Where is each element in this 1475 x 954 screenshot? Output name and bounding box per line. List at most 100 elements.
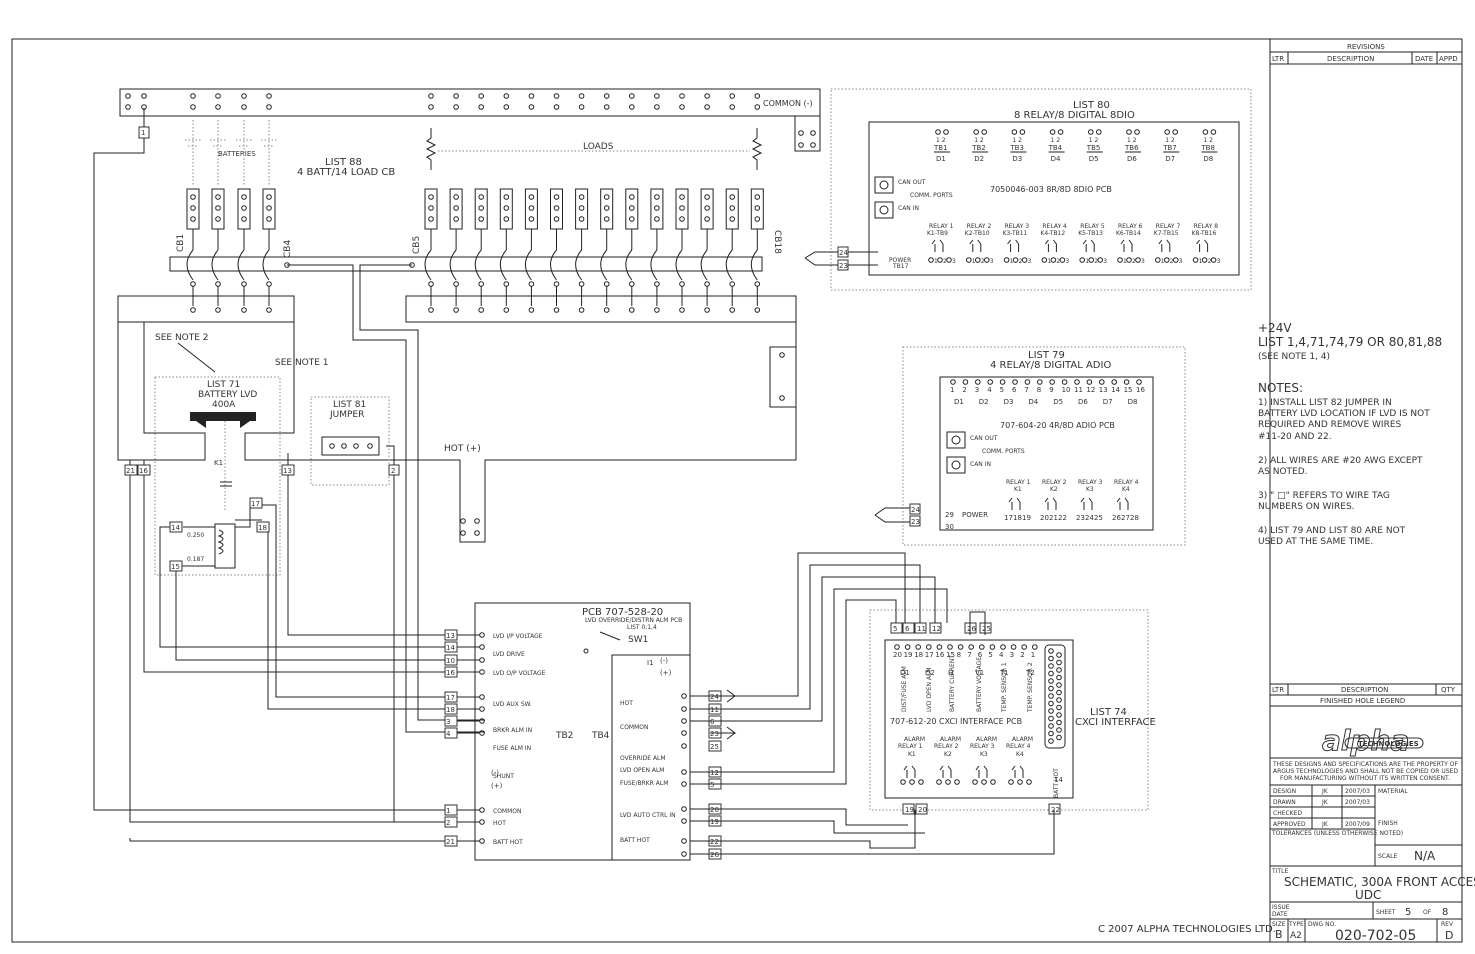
cxci-pin xyxy=(1032,644,1038,650)
cxci-pin xyxy=(926,644,932,650)
pcb528-wire-label: 24 xyxy=(710,693,719,701)
pcb528-terminal xyxy=(479,657,485,663)
rev-appd: APPD xyxy=(1439,55,1458,63)
relay-terminal xyxy=(984,257,990,263)
list74-col-label: I1 xyxy=(948,669,955,677)
tag-17: 17 xyxy=(251,500,260,508)
relay-pin-label: 2 xyxy=(943,258,947,265)
relay-pin-label: 3 xyxy=(1103,258,1107,265)
relay-pin-label: 21 xyxy=(1049,514,1058,522)
relay-terminal xyxy=(1003,257,1010,263)
pcb528-wire-label: 22 xyxy=(710,838,719,846)
bus-terminal xyxy=(503,104,510,110)
breaker-terminal xyxy=(503,307,510,313)
list71-label: LIST 71 xyxy=(207,380,240,390)
breaker-terminal xyxy=(578,205,585,211)
tb-row-date: 2007/03 xyxy=(1345,788,1370,795)
breaker-terminal xyxy=(453,194,459,200)
relay-pin-label: 28 xyxy=(1130,514,1139,522)
relay-terminal xyxy=(1059,257,1066,263)
cxci-pin xyxy=(936,644,943,650)
pcb528-terminal xyxy=(681,806,687,812)
pcb528-right-label: LVD OPEN ALM xyxy=(620,767,664,774)
cxci-relay-terminal xyxy=(1026,779,1032,785)
pcb528-wire-label: 25 xyxy=(710,743,719,751)
breaker-terminal xyxy=(729,216,736,222)
cxci-pin xyxy=(947,644,953,650)
list74-p14: 14 xyxy=(1054,776,1063,784)
cxci-pin-label: 6 xyxy=(978,651,983,659)
cxci-pin-label: 7 xyxy=(967,651,971,659)
list80-relay-tb: K1-TB9 xyxy=(927,230,948,237)
breaker-arc xyxy=(449,249,457,281)
pcb528-wire-label: 21 xyxy=(446,838,455,846)
list74-vert-label: BATTERY VOLTAGE xyxy=(976,657,983,712)
breaker-terminal xyxy=(428,194,434,200)
v250-label: 0.250 xyxy=(187,532,204,539)
type-value: A2 xyxy=(1290,931,1302,941)
breaker-terminal xyxy=(704,194,710,200)
title-line2: UDC xyxy=(1355,888,1381,902)
cxci-pin-label: 18 xyxy=(914,651,923,659)
pcb528-terminal xyxy=(479,718,485,724)
pcb528-sw1: SW1 xyxy=(628,635,648,645)
tb-row-key: DESIGN xyxy=(1273,788,1296,795)
breaker-terminal xyxy=(729,307,736,313)
list79-subtitle: 4 RELAY/8 DIGITAL ADIO xyxy=(990,360,1111,371)
list81-sub: JUMPER xyxy=(329,410,364,420)
relay-terminal xyxy=(1126,257,1132,263)
cxci-pin xyxy=(894,644,900,650)
list80-relay-tb: K2-TB10 xyxy=(965,230,990,237)
adio-pin xyxy=(1074,379,1080,385)
list74-k-label: K2 xyxy=(944,751,952,758)
tb-row-key: DRAWN xyxy=(1273,799,1296,806)
db25-pin xyxy=(1048,678,1054,684)
breaker-terminal xyxy=(215,281,221,287)
pcb528-terminal xyxy=(479,730,485,736)
pcb528-left-label: LVD DRIVE xyxy=(493,651,525,658)
bus-terminal xyxy=(654,93,660,99)
bus-terminal xyxy=(241,104,247,110)
wire-tags: 1 21 16 13 2 17 18 14 15 xyxy=(124,126,400,572)
breaker-arc xyxy=(186,249,194,281)
relay-pin-label: 1 xyxy=(1010,258,1014,265)
list74-batt-hot: BATT HOT xyxy=(1053,768,1060,798)
cxci-pin xyxy=(915,644,922,650)
tb-pin xyxy=(1011,129,1018,135)
relay-pin-label: 1 xyxy=(1123,258,1127,265)
breaker-terminal xyxy=(553,205,560,211)
list74-wire-label: 12 xyxy=(932,625,941,633)
db25-pin xyxy=(1056,652,1062,658)
list79-p29: 29 xyxy=(945,511,954,519)
list80-relay-tb: K7-TB15 xyxy=(1154,230,1179,237)
relay-contact xyxy=(903,765,916,778)
power-sub: (SEE NOTE 1, 4) xyxy=(1258,352,1330,362)
cxci-pin xyxy=(968,644,975,650)
cxci-pin xyxy=(979,644,985,650)
list74-k-label: K1 xyxy=(908,751,916,758)
bus-terminal xyxy=(528,93,535,99)
breaker-terminal xyxy=(528,194,535,200)
cxci-pin-label: 1 xyxy=(1031,651,1035,659)
list79-relay-label: RELAY 2 xyxy=(1042,479,1067,486)
adio-pin-label: 16 xyxy=(1136,386,1145,394)
pcb528-left-label: BRKR ALM IN xyxy=(493,727,532,734)
adio-pin-label: 5 xyxy=(1000,386,1004,394)
adio-pin-label: 14 xyxy=(1111,386,1120,394)
list80-can-in: CAN IN xyxy=(898,205,919,212)
pcb528-right-label: COMMON xyxy=(620,724,648,731)
relay-terminal xyxy=(1210,257,1217,263)
breaker-terminal xyxy=(528,307,535,313)
list79-k-label: K3 xyxy=(1086,486,1094,493)
list80-relay-tb: K6-TB14 xyxy=(1116,230,1141,237)
tb-pin-label: 1 2 xyxy=(1127,137,1137,144)
tb-row-date: 2007/03 xyxy=(1345,799,1370,806)
breaker-terminal xyxy=(190,307,196,313)
breaker-terminal xyxy=(603,281,610,287)
relay-contact xyxy=(1008,497,1021,510)
tb-row-key: CHECKED xyxy=(1273,810,1302,817)
pcb528-right-label: BATT HOT xyxy=(620,837,650,844)
adio-pin xyxy=(1061,379,1068,385)
cb5-label: CB5 xyxy=(412,236,422,254)
list80-can-out: CAN OUT xyxy=(898,179,926,186)
